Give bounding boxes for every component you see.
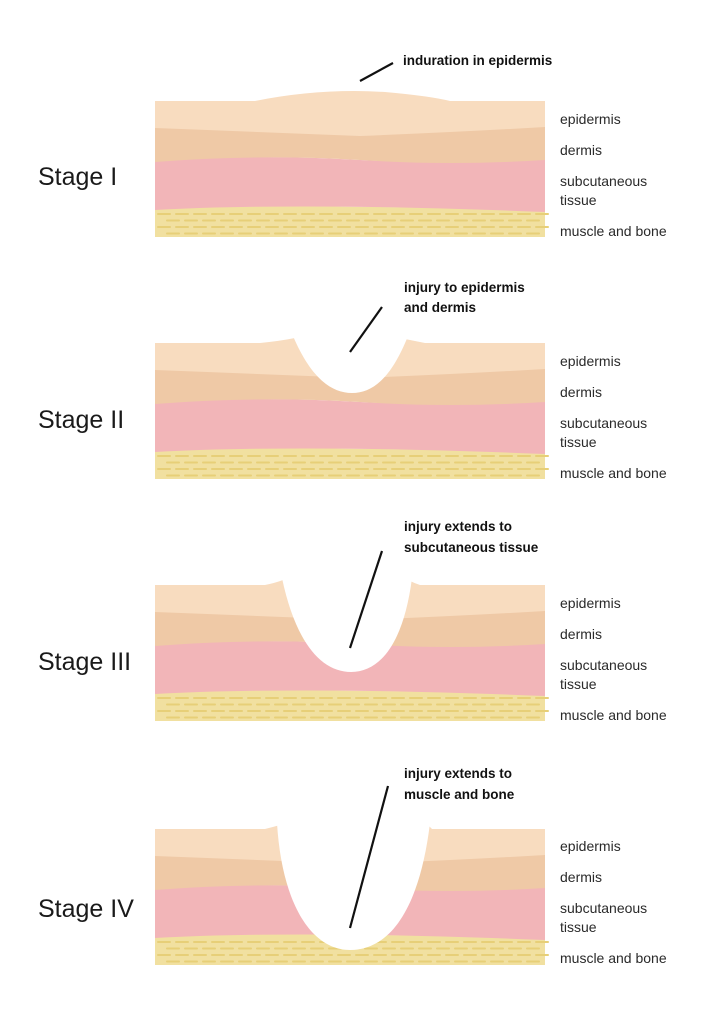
stage-4-label-muscle: muscle and bone bbox=[560, 950, 667, 966]
stage-3-annotation-line-2: subcutaneous tissue bbox=[404, 540, 539, 555]
stage-3-label-dermis: dermis bbox=[560, 626, 602, 642]
stage-2-wound bbox=[293, 336, 408, 393]
stage-1-label-subcutaneous: subcutaneous bbox=[560, 173, 647, 189]
stage-2-muscle-fibers bbox=[157, 455, 549, 477]
stage-2-label-tissue: tissue bbox=[560, 434, 597, 450]
stage-2-label-muscle: muscle and bone bbox=[560, 465, 667, 481]
stage-1-label-epidermis: epidermis bbox=[560, 111, 621, 127]
stage-2-annotation-line-2: and dermis bbox=[404, 300, 476, 315]
stage-1-annotation-pointer bbox=[359, 62, 394, 82]
stage-2-label-epidermis: epidermis bbox=[560, 353, 621, 369]
stage-4-label-dermis: dermis bbox=[560, 869, 602, 885]
stage-3-annotation-line-1: injury extends to bbox=[404, 519, 512, 534]
stage-1-subcutaneous-layer bbox=[155, 157, 545, 212]
stage-3-title: Stage III bbox=[38, 648, 131, 676]
stage-3-label-subcutaneous: subcutaneous bbox=[560, 657, 647, 673]
stage-1-label-dermis: dermis bbox=[560, 142, 602, 158]
stage-2-panel: Stage II injury to epidermis and dermis … bbox=[38, 280, 667, 481]
stage-1-epidermis-layer bbox=[155, 91, 545, 136]
stage-2-title: Stage II bbox=[38, 406, 124, 434]
stage-4-wound bbox=[277, 823, 430, 950]
stage-4-annotation-line-1: injury extends to bbox=[404, 766, 512, 781]
stage-3-wound bbox=[282, 578, 412, 672]
stage-1-label-muscle: muscle and bone bbox=[560, 223, 667, 239]
stage-3-muscle-layer bbox=[155, 690, 545, 721]
stage-1-title: Stage I bbox=[38, 163, 117, 191]
stage-3-annotation-pointer bbox=[348, 550, 384, 649]
stage-4-label-tissue: tissue bbox=[560, 919, 597, 935]
stage-3-label-epidermis: epidermis bbox=[560, 595, 621, 611]
stage-2-annotation-line-1: injury to epidermis bbox=[404, 280, 525, 295]
stage-4-panel: Stage IV injury extends to muscle and bo… bbox=[38, 766, 667, 966]
stage-3-panel: Stage III injury extends to subcutaneous… bbox=[38, 519, 667, 723]
stage-1-annotation-line-1: induration in epidermis bbox=[403, 53, 552, 68]
stage-2-muscle-layer bbox=[155, 448, 545, 479]
stage-1-dermis-layer bbox=[155, 125, 545, 163]
stage-4-annotation-line-2: muscle and bone bbox=[404, 787, 515, 802]
stage-4-muscle-fibers bbox=[157, 941, 549, 963]
stage-1-panel: Stage I induration in epidermis epidermi… bbox=[38, 53, 667, 239]
stage-3-label-muscle: muscle and bone bbox=[560, 707, 667, 723]
stage-1-muscle-fibers bbox=[157, 213, 549, 235]
stage-4-label-subcutaneous: subcutaneous bbox=[560, 900, 647, 916]
stage-1-label-tissue: tissue bbox=[560, 192, 597, 208]
stage-4-annotation-pointer bbox=[348, 785, 390, 929]
stage-1-muscle-layer bbox=[155, 206, 545, 237]
stage-4-title: Stage IV bbox=[38, 895, 134, 923]
stage-3-muscle-fibers bbox=[157, 697, 549, 719]
stage-2-label-subcutaneous: subcutaneous bbox=[560, 415, 647, 431]
stage-2-subcutaneous-layer bbox=[155, 399, 545, 454]
stage-4-label-epidermis: epidermis bbox=[560, 838, 621, 854]
stage-2-annotation-pointer bbox=[349, 306, 383, 353]
stage-3-label-tissue: tissue bbox=[560, 676, 597, 692]
stage-2-label-dermis: dermis bbox=[560, 384, 602, 400]
